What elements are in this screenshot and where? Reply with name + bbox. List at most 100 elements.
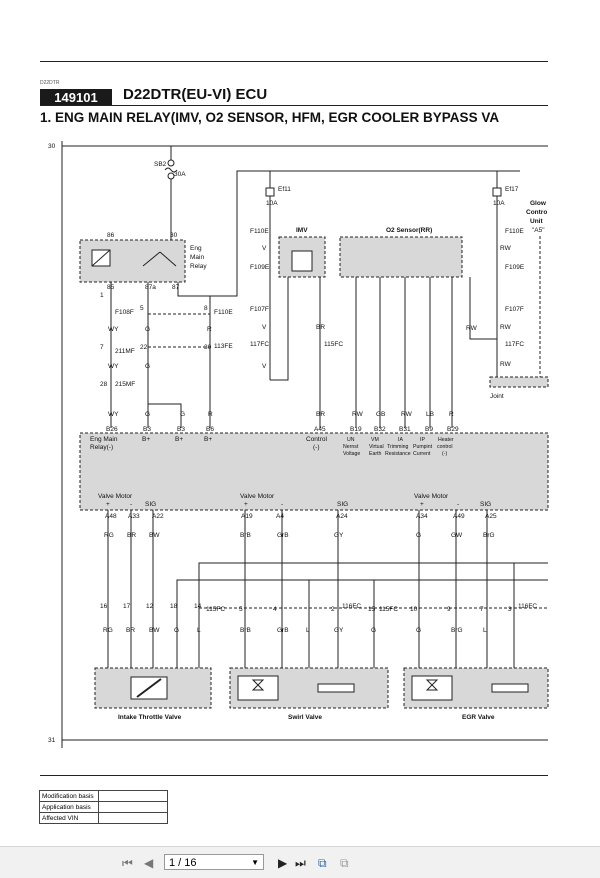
ecu-minus-2: - (281, 501, 283, 508)
table-cell-label: Application basis (39, 801, 99, 813)
wire-color: R (207, 326, 212, 333)
section-code: 149101 (40, 89, 112, 106)
ecu-valve-motor-3: Valve Motor (414, 493, 449, 500)
wire-color: R (449, 411, 454, 418)
relay-wires (110, 282, 211, 428)
fuse-ef11-amp: 10A (266, 200, 278, 207)
section-subtitle: 1. ENG MAIN RELAY(IMV, O2 SENSOR, HFM, E… (40, 110, 500, 125)
ecu-pin-b: A33 (128, 513, 140, 520)
pin-label: 4 (273, 606, 277, 613)
wire-color: RW (401, 411, 413, 418)
wire-color: RW (500, 245, 512, 252)
glow-unit-label-4: "A5" (532, 227, 545, 234)
relay-pin-87a: 87a (145, 284, 156, 291)
wire-color: L (483, 627, 487, 634)
ecu-valve-motor-2: Valve Motor (240, 493, 275, 500)
conn-f109e-b: F109E (505, 264, 525, 271)
wire-color: WY (108, 411, 119, 418)
ecu-pin-b: A22 (152, 513, 164, 520)
fit-width-icon[interactable]: ⧉ (340, 856, 349, 870)
wire-color: GB (376, 411, 385, 418)
wire-color: BrB (240, 532, 251, 539)
imv-label: IMV (296, 227, 308, 234)
pin-label: 22 (140, 344, 148, 351)
ecu-pin-b: A19 (241, 513, 253, 520)
ecu-sig-2: SIG (337, 501, 348, 508)
o2-ecu-labels: UN Nernst Voltage VM Virtual Earth IA Tr… (343, 437, 454, 457)
o2-wires (355, 277, 497, 428)
ecu-pin: B26 (106, 426, 118, 433)
wire-color: BR (316, 411, 325, 418)
wire-color: BrG (483, 532, 495, 539)
conn-f108f: F108F (115, 309, 134, 316)
table-cell-value (98, 812, 168, 824)
fuse-ef11-label: Ef11 (278, 186, 291, 193)
rail-bottom-label: 31 (48, 737, 56, 744)
page-indicator: 1 / 16 (169, 857, 197, 869)
relay-label-3: Relay (190, 263, 207, 270)
page-select[interactable]: 1 / 16 ▼ (164, 854, 264, 870)
ecu-pin-b: A25 (485, 513, 497, 520)
wire-color: WY (108, 363, 119, 370)
wire-color: G (174, 627, 179, 634)
conn-215mf: 215MF (115, 381, 135, 388)
wire-color: L (197, 627, 201, 634)
ecu-minus-1: - (130, 501, 132, 508)
conn-116fc-b: 116FC (518, 603, 537, 610)
glow-unit-label-3: Unit (530, 218, 543, 225)
table-cell-label: Affected VIN (39, 812, 99, 824)
ecu-vm-2: Virtual (369, 444, 384, 450)
fuse-sb2 (164, 146, 178, 240)
ecu-pin: A45 (314, 426, 326, 433)
prev-page-icon[interactable]: ◀ (144, 856, 154, 870)
wire-color: BW (149, 532, 160, 539)
ecu-ip-2: Pumpint (413, 444, 433, 450)
header-small-code: D22DTR (40, 80, 60, 86)
pin-label: 3 (508, 606, 512, 613)
wire-color: GrB (277, 532, 289, 539)
ecu-ip-3: Current (413, 451, 431, 457)
ecu-heater-3: (-) (442, 451, 447, 457)
conn-115fc-b: 115FC (206, 606, 225, 613)
fit-page-icon[interactable]: ⧉ (318, 856, 327, 870)
pin-label: 16 (100, 603, 108, 610)
throttle-valve-label: Intake Throttle Valve (118, 714, 182, 721)
title-rule (40, 105, 548, 106)
ecu-bplus-3: B+ (204, 436, 212, 443)
fuse-sb2-amp: 30A (174, 171, 186, 178)
pin-label: 1 (100, 292, 104, 299)
ecu-ip: IP (420, 437, 425, 443)
feed-lines (210, 170, 520, 297)
fuse-ef17-label: Ef17 (505, 186, 519, 193)
pin-label: 18 (170, 603, 178, 610)
ecu-plus-1: + (106, 501, 110, 508)
ecu-pin: B3 (143, 426, 151, 433)
ecu-pin-b: A24 (336, 513, 348, 520)
eng-main-relay (79, 239, 186, 283)
ecu-pin-b: A48 (105, 513, 117, 520)
ecu-pin: B32 (374, 426, 386, 433)
ecu-pin: B6 (206, 426, 214, 433)
pin-label: 12 (146, 603, 154, 610)
relay-pin-30: 30 (170, 232, 178, 239)
ecu-control-1: Control (306, 436, 328, 443)
next-page-icon[interactable]: ▶ (278, 856, 288, 870)
wire-color: BrB (240, 627, 251, 634)
pin-label: 9 (447, 606, 451, 613)
wire-color: LB (426, 411, 434, 418)
table-cell-value (98, 801, 168, 813)
ecu-pin-b: A4 (276, 513, 284, 520)
conn-116fc: 116FC (342, 603, 361, 610)
pin-label: 5 (239, 606, 243, 613)
ecu-pin: B31 (399, 426, 411, 433)
ecu-pin-b: A49 (453, 513, 465, 520)
ecu-pin: B3 (177, 426, 185, 433)
ecu-plus-2: + (244, 501, 248, 508)
wire-color: RW (500, 324, 512, 331)
table-row: Modification basis (39, 790, 168, 802)
conn-115fc-imv: 115FC (324, 341, 343, 348)
first-page-icon[interactable]: ⏮ (122, 856, 133, 870)
conn-211mf: 211MF (115, 348, 135, 355)
last-page-icon[interactable]: ⏭ (295, 856, 306, 870)
pin-label: 7 (480, 606, 484, 613)
